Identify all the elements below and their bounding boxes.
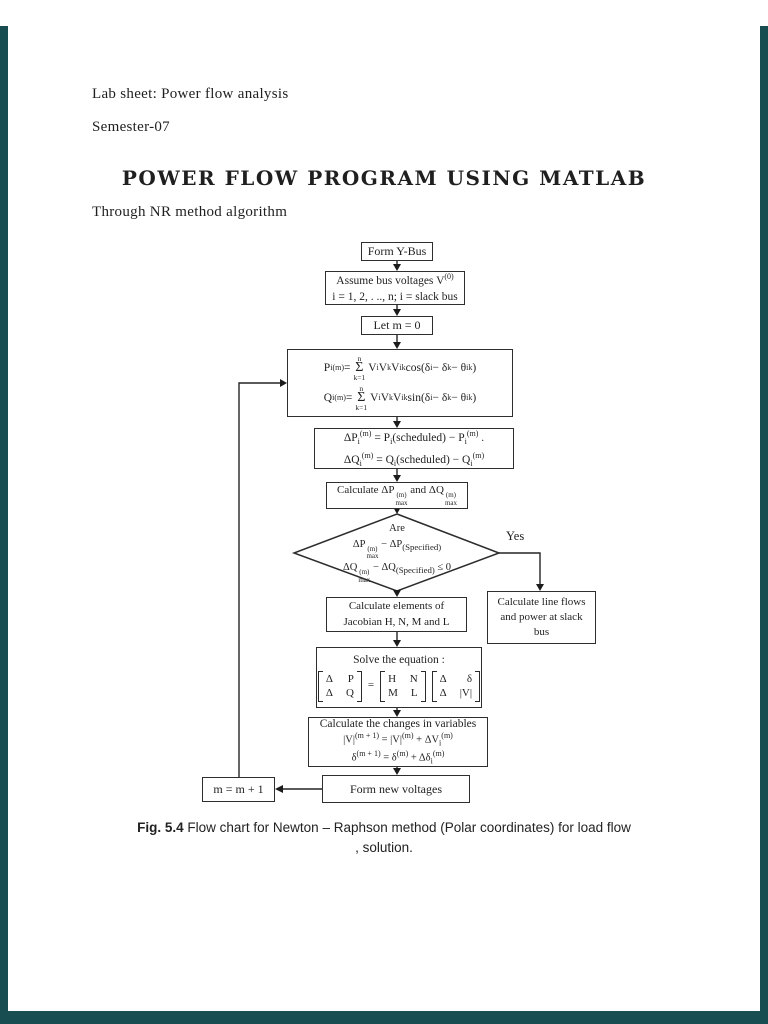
matrix-dpdq: Δ P Δ Q	[317, 670, 362, 703]
arrow-down-yes	[536, 584, 544, 591]
viewer-frame-left	[0, 26, 8, 1024]
matrix-cell: Q	[345, 687, 354, 700]
node-let-m-label: Let m = 0	[373, 318, 421, 332]
page-title: POWER FLOW PROGRAM USING MATLAB	[121, 166, 647, 190]
node-increment-m: m = m + 1	[202, 777, 275, 802]
arrow-down-8	[393, 640, 401, 647]
matrix-cell: |V|	[459, 687, 473, 700]
viewer-frame-bottom	[0, 1011, 768, 1024]
matrix-cell: δ	[466, 672, 473, 685]
arrow-down-4	[393, 421, 401, 428]
caption-line2: , solution.	[355, 839, 413, 855]
changes-voltage: |V|(m + 1) = |V|(m) + ΔVi(m)	[343, 731, 453, 749]
matrix-cell: Δ	[439, 687, 447, 700]
node-jacobian: Calculate elements of Jacobian H, N, M a…	[326, 597, 467, 632]
yes-branch-label: Yes	[506, 529, 525, 543]
arrow-right-feedback	[280, 379, 287, 387]
line-flows-label: Calculate line flows and power at slack …	[497, 596, 586, 638]
changes-angle: δ(m + 1) = δ(m) + Δδi(m)	[351, 749, 445, 767]
node-line-flows: Calculate line flows and power at slack …	[487, 591, 596, 644]
figure-caption: Fig. 5.4 Flow chart for Newton – Raphson…	[0, 818, 768, 857]
arrow-down-1	[393, 264, 401, 271]
matrix-cell: Δ	[325, 672, 333, 685]
arrow-down-9	[393, 710, 401, 717]
yes-branch-line	[499, 552, 541, 585]
decision-text: Are ΔP(m)max − ΔP(Specified) ΔQ(m)max − …	[302, 521, 492, 584]
matrix-cell: N	[409, 672, 418, 685]
matrix-state: Δ δ Δ |V|	[431, 670, 481, 703]
mismatch-p: ΔPi(m) = Pi(scheduled) − Pi(m) .	[343, 429, 485, 447]
page-subtitle: Through NR method algorithm	[92, 204, 288, 220]
arrow-down-7	[393, 590, 401, 597]
caption-fig-number: Fig. 5.4	[137, 820, 184, 835]
header-semester: Semester-07	[92, 119, 170, 135]
viewer-frame-right	[760, 26, 768, 1024]
node-calc-max-mismatch: Calculate ΔP(m)max and ΔQ(m)max	[326, 482, 468, 509]
matrix-cell: Δ	[325, 687, 333, 700]
increment-label: m = m + 1	[213, 782, 264, 796]
assume-line2: i = 1, 2, . .., n; i = slack bus	[332, 290, 458, 303]
form-new-label: Form new voltages	[350, 781, 442, 796]
node-let-m: Let m = 0	[361, 316, 433, 335]
solve-title: Solve the equation :	[353, 654, 445, 667]
node-mismatch: ΔPi(m) = Pi(scheduled) − Pi(m) . ΔQi(m) …	[314, 428, 514, 469]
changes-title: Calculate the changes in variables	[319, 717, 477, 730]
matrix-cell: P	[347, 672, 354, 685]
mismatch-q: ΔQi(m) = Qi(scheduled) − Qi(m)	[343, 450, 485, 468]
decision-line3: ΔQ(m)max − ΔQ(Specified) ≤ 0	[342, 562, 452, 584]
decision-line1: Are	[389, 523, 405, 534]
arrow-down-5	[393, 475, 401, 482]
node-update-variables: Calculate the changes in variables |V|(m…	[308, 717, 488, 767]
arrow-down-2	[393, 309, 401, 316]
arrow-down-3	[393, 342, 401, 349]
matrix-cell: M	[388, 687, 398, 700]
calc-max-label: Calculate ΔP(m)max and ΔQ(m)max	[336, 484, 457, 507]
caption-text: Flow chart for Newton – Raphson method (…	[183, 820, 631, 835]
arrow-left-increment	[275, 785, 283, 793]
matrix-equation: Δ P Δ Q = H N M L	[317, 670, 481, 703]
node-form-ybus-label: Form Y-Bus	[367, 244, 427, 258]
matrix-jacobian: H N M L	[380, 670, 426, 703]
decision-line2: ΔP(m)max − ΔP(Specified)	[352, 538, 442, 561]
node-solve-equation: Solve the equation : Δ P Δ Q = H N	[316, 647, 482, 708]
node-form-new-voltages: Form new voltages	[322, 775, 470, 803]
feedback-loop-line	[238, 382, 281, 777]
matrix-cell: H	[388, 672, 397, 685]
caption-line1: Fig. 5.4 Flow chart for Newton – Raphson…	[0, 818, 768, 838]
header-lab-sheet: Lab sheet: Power flow analysis	[92, 86, 289, 102]
equals-sign: =	[367, 679, 375, 692]
matrix-cell: L	[410, 687, 418, 700]
matrix-cell: Δ	[439, 672, 447, 685]
assume-line1: Assume bus voltages V(0)	[336, 272, 454, 287]
node-assume-voltages: Assume bus voltages V(0) i = 1, 2, . ..,…	[325, 271, 465, 305]
node-form-ybus: Form Y-Bus	[361, 242, 433, 261]
arrow-down-10	[393, 768, 401, 775]
jacobian-label: Calculate elements of Jacobian H, N, M a…	[343, 600, 450, 628]
